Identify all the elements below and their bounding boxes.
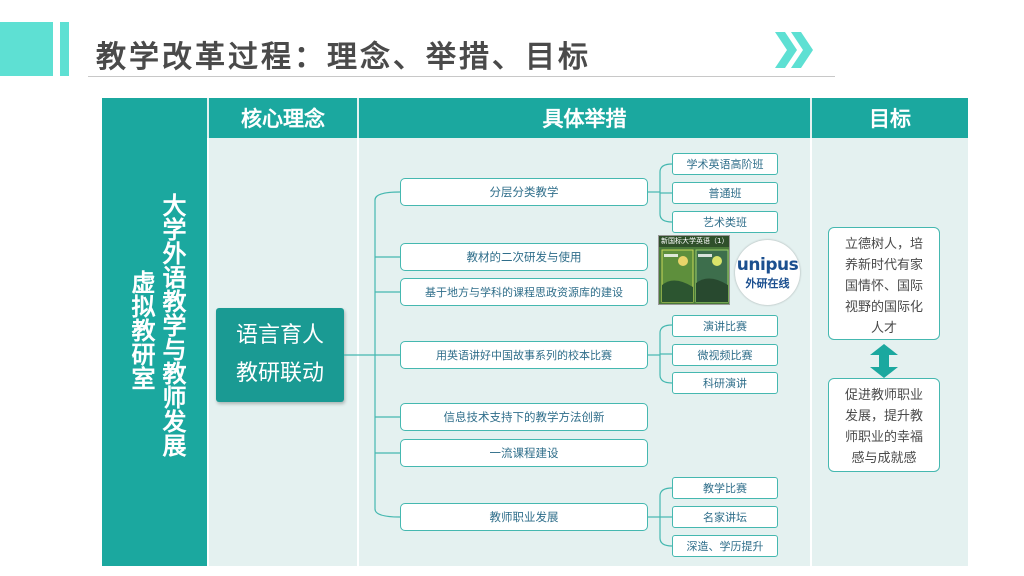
measure-item: 教材的二次研发与使用 <box>400 243 648 271</box>
goal-line: 视野的国际化 <box>844 300 923 315</box>
core-line2: 教研联动 <box>235 361 324 386</box>
header-core: 核心理念 <box>209 98 357 138</box>
textbook-title: 新国标大学英语（1） <box>659 236 729 247</box>
sub-item: 普通班 <box>672 182 778 204</box>
header-goal: 目标 <box>812 98 968 138</box>
sub-item: 科研演讲 <box>672 372 778 394</box>
core-line1: 语言育人 <box>235 323 324 348</box>
measure-item: 一流课程建设 <box>400 439 648 467</box>
column-divider <box>810 138 812 566</box>
measure-item: 基于地方与学科的课程思政资源库的建设 <box>400 278 648 306</box>
sub-item: 学术英语高阶班 <box>672 153 778 175</box>
goal-line: 养新时代有家 <box>844 258 923 273</box>
unipus-logo: unipus 外研在线 <box>735 240 800 305</box>
textbook-art <box>659 247 729 304</box>
measure-item: 信息技术支持下的教学方法创新 <box>400 403 648 431</box>
unipus-logo-text: unipus <box>736 254 799 275</box>
sub-item: 名家讲坛 <box>672 506 778 528</box>
measure-item: 用英语讲好中国故事系列的校本比赛 <box>400 341 648 369</box>
unipus-name: 外研在线 <box>745 276 790 290</box>
textbook-cover-image: 新国标大学英语（1） <box>658 235 730 305</box>
goal-line: 人才 <box>870 321 897 336</box>
sub-item: 艺术类班 <box>672 211 778 233</box>
goal-line: 发展，提升教 <box>844 409 923 424</box>
goal-box-teacher: 促进教师职业 发展，提升教 师职业的幸福 感与成就感 <box>828 378 940 472</box>
page-title: 教学改革过程：理念、举措、目标 <box>96 40 591 75</box>
goal-line: 感与成就感 <box>851 451 917 466</box>
goal-line: 促进教师职业 <box>844 388 923 403</box>
header-measures: 具体举措 <box>359 98 810 138</box>
double-arrow-icon <box>870 344 898 378</box>
left-column <box>102 98 207 566</box>
sub-item: 演讲比赛 <box>672 315 778 337</box>
column-divider <box>207 138 209 566</box>
left-title-line1: 大学外语教学与教师发展 <box>158 193 186 457</box>
header-divider <box>88 76 835 77</box>
sub-item: 微视频比赛 <box>672 344 778 366</box>
goal-line: 国情怀、国际 <box>844 279 923 294</box>
measure-item: 分层分类教学 <box>400 178 648 206</box>
double-chevron-right-icon <box>775 32 813 68</box>
column-divider <box>357 138 359 566</box>
core-concept-box: 语言育人 教研联动 <box>216 308 344 402</box>
measure-item: 教师职业发展 <box>400 503 648 531</box>
header-accent-bar <box>60 22 69 76</box>
sub-item: 教学比赛 <box>672 477 778 499</box>
goal-box-talent: 立德树人，培 养新时代有家 国情怀、国际 视野的国际化 人才 <box>828 227 940 340</box>
sub-item: 深造、学历提升 <box>672 535 778 557</box>
left-title-line2: 虚拟教研室 <box>127 270 155 390</box>
goal-line: 师职业的幸福 <box>844 430 923 445</box>
header-accent-block <box>0 22 53 76</box>
goal-line: 立德树人，培 <box>844 237 923 252</box>
